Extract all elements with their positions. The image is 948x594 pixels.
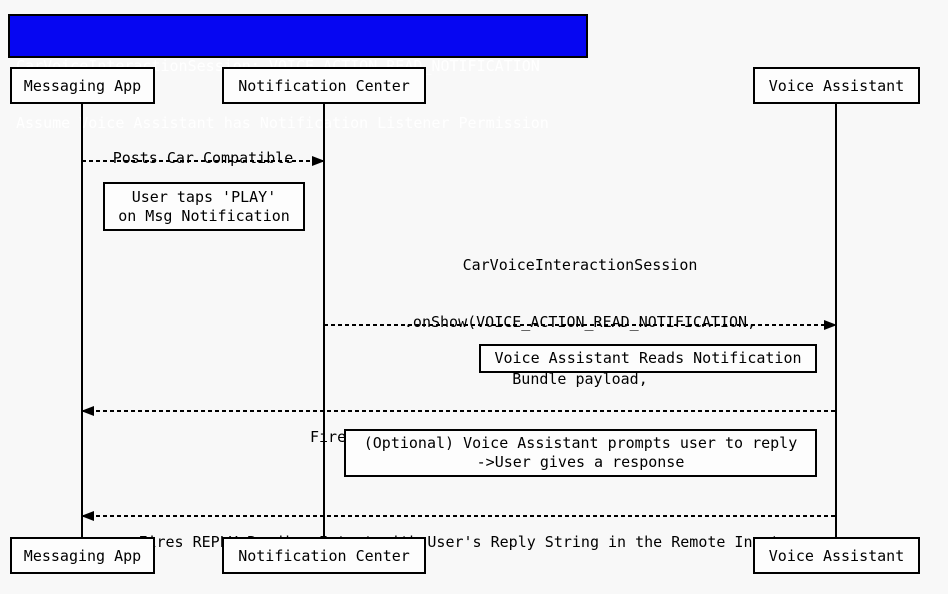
participant-bottom-messaging-app: Messaging App (10, 537, 155, 574)
participant-top-voice-assistant: Voice Assistant (753, 67, 920, 104)
message-posts-notification-arrow (82, 156, 325, 166)
diagram-title: CarVoiceInteractionSession: VOICE_ACTION… (8, 14, 588, 132)
participant-label: Notification Center (238, 76, 410, 95)
note-user-taps-play: User taps 'PLAY' on Msg Notification (103, 182, 305, 231)
lifeline-messaging-app (81, 103, 83, 538)
message-reply-intent-label: Fires REPLY Pending Intent with User's R… (138, 533, 780, 551)
participant-label: Messaging App (23, 76, 142, 95)
participant-bottom-notification-center: Notification Center (222, 537, 426, 574)
participant-bottom-voice-assistant: Voice Assistant (753, 537, 920, 574)
participant-label: Voice Assistant (768, 546, 905, 565)
participant-top-messaging-app: Messaging App (10, 67, 155, 104)
arrowhead-left-icon (81, 511, 94, 521)
arrowhead-right-icon (824, 320, 837, 330)
note-voice-assistant-reads: Voice Assistant Reads Notification (479, 344, 817, 373)
arrowhead-right-icon (312, 156, 325, 166)
message-mark-as-read-arrow (81, 406, 836, 416)
participant-label: Voice Assistant (768, 76, 905, 95)
title-line-2: Assume Voice Assistant has Notification … (16, 114, 549, 132)
participant-label: Notification Center (238, 546, 410, 565)
lifeline-notification-center (323, 103, 325, 538)
arrowhead-left-icon (81, 406, 94, 416)
message-reply-intent-arrow (81, 511, 836, 521)
message-onshow-arrow (324, 320, 837, 330)
participant-top-notification-center: Notification Center (222, 67, 426, 104)
participant-label: Messaging App (23, 546, 142, 565)
note-optional-reply-prompt: (Optional) Voice Assistant prompts user … (344, 429, 817, 477)
